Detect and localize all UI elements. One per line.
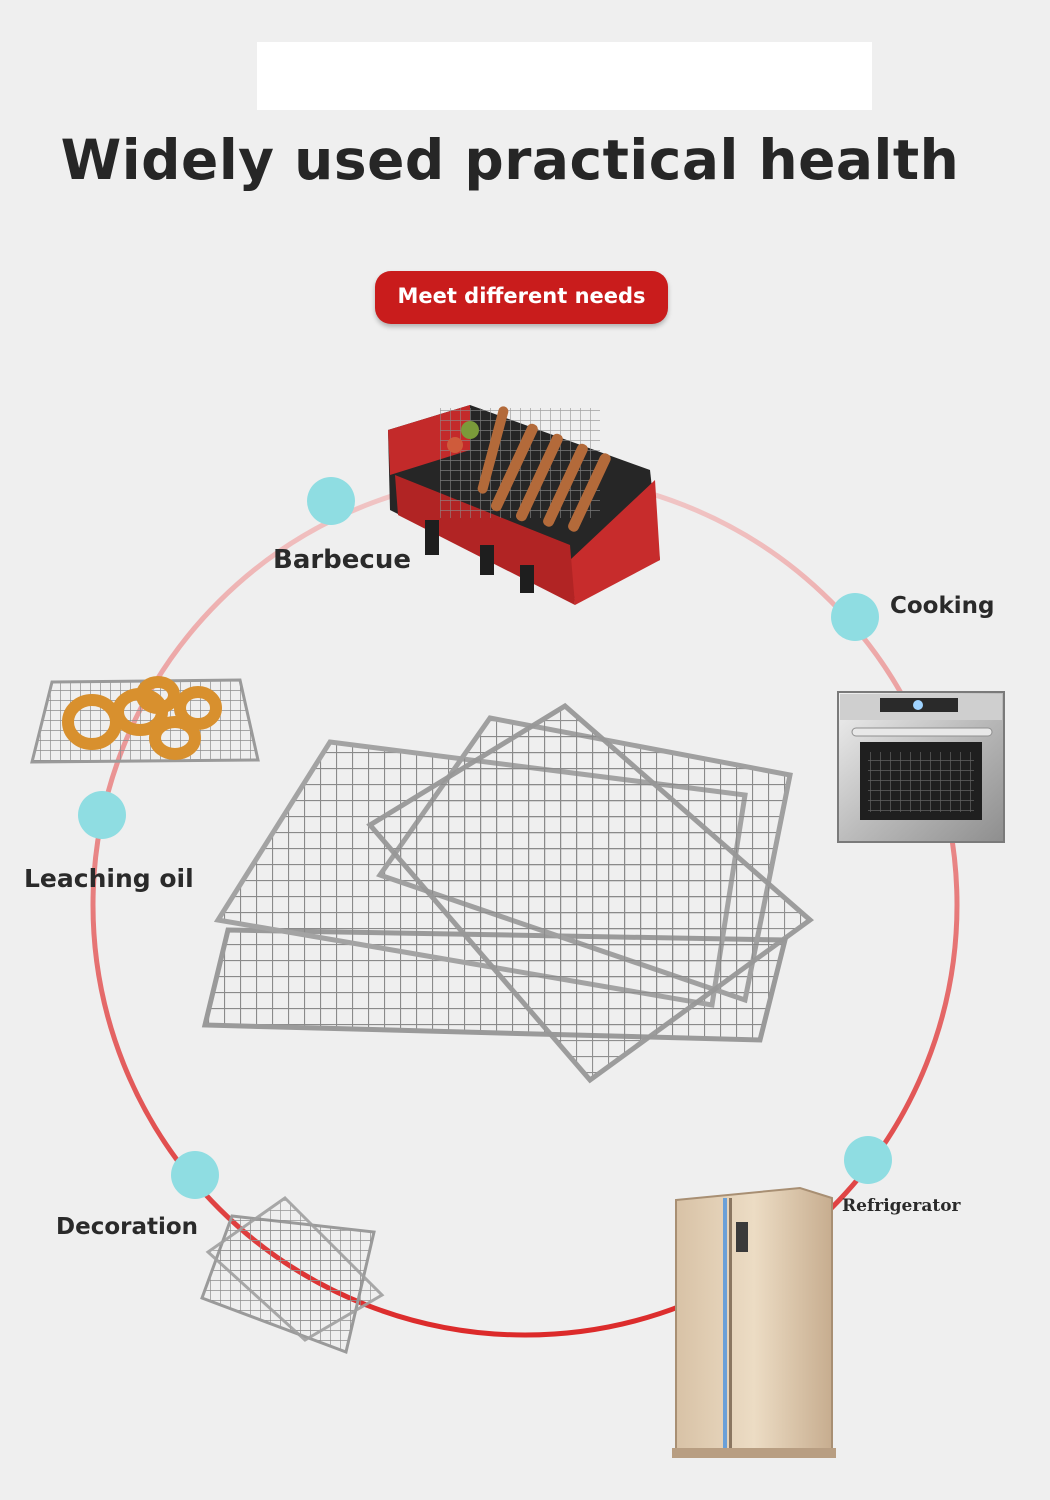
dot-leaching-oil (78, 791, 126, 839)
dot-decoration (171, 1151, 219, 1199)
needs-badge: Meet different needs (375, 271, 668, 324)
label-cooking: Cooking (890, 593, 995, 619)
barbecue-grill-image (388, 405, 660, 605)
label-decoration: Decoration (56, 1214, 199, 1240)
label-refrigerator: Refrigerator (842, 1196, 961, 1216)
dot-cooking (831, 593, 879, 641)
oven-image (837, 691, 1005, 843)
refrigerator-image (672, 1186, 836, 1458)
dot-refrigerator (844, 1136, 892, 1184)
label-leaching-oil: Leaching oil (24, 864, 194, 893)
onion-rings-rack-image (30, 676, 260, 764)
dot-barbecue (307, 477, 355, 525)
grill-racks-image (201, 702, 815, 1084)
page-title: Widely used practical health (60, 128, 960, 192)
label-barbecue: Barbecue (273, 545, 411, 575)
decoration-rack-image (200, 1196, 385, 1355)
top-banner-strip (257, 42, 872, 110)
